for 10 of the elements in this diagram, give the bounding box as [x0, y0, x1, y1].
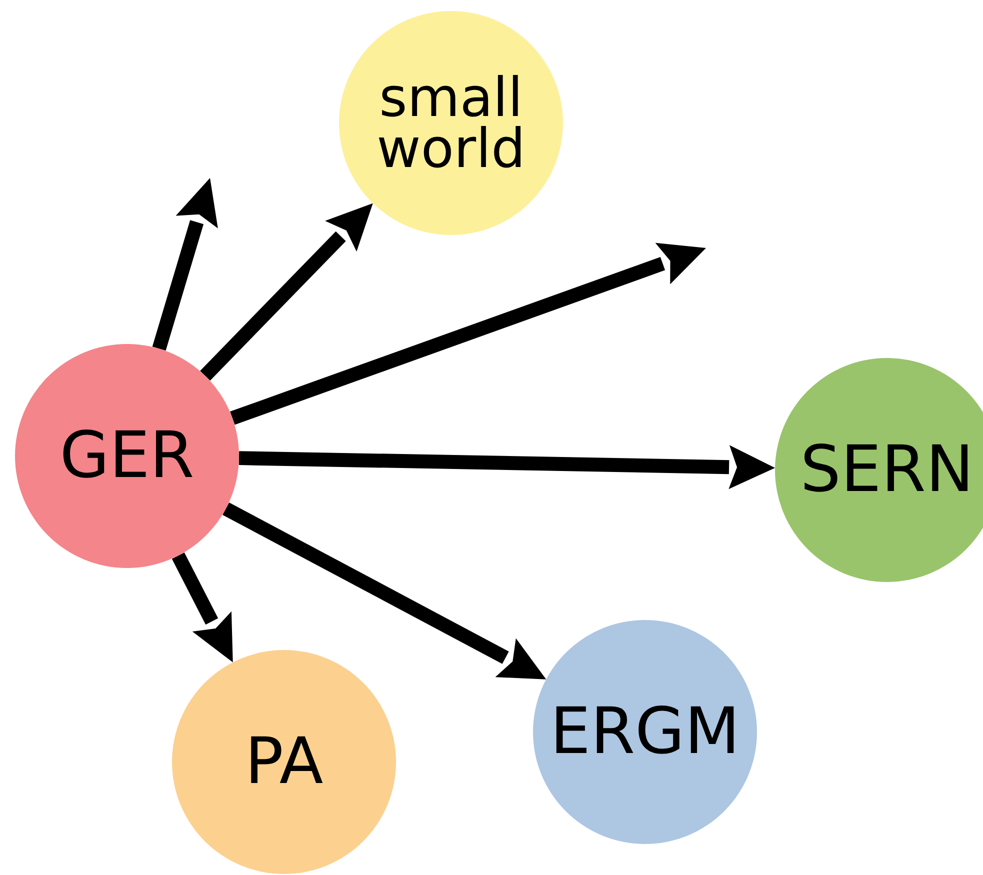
arrow	[230, 242, 706, 425]
node-label: PA	[244, 732, 324, 792]
arrow	[222, 502, 546, 680]
node-label: GER	[58, 426, 196, 486]
node-label: small world	[376, 72, 526, 174]
node-label: SERN	[799, 440, 975, 500]
node-label: ERGM	[549, 702, 741, 762]
arrow	[152, 178, 218, 351]
arrow	[200, 203, 373, 381]
arrow	[238, 445, 776, 490]
